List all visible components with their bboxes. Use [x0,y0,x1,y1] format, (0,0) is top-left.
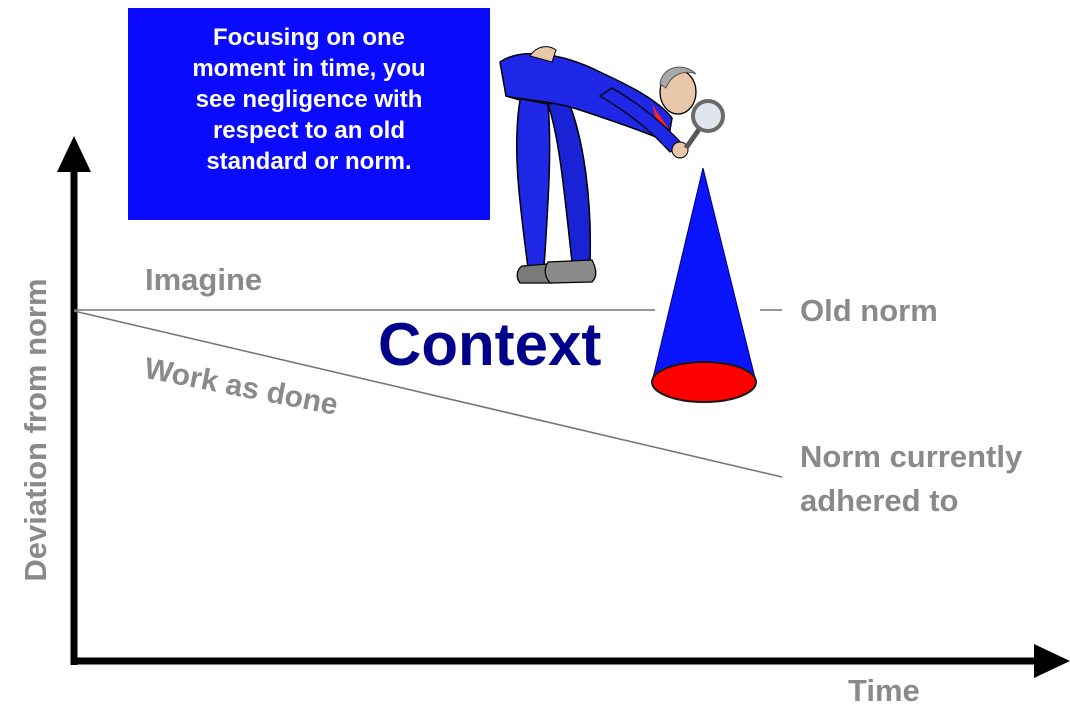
x-axis-label: Time [848,673,920,708]
callout-line: see negligence with [195,86,423,113]
y-axis-arrowhead [57,136,91,172]
imagine-label: Imagine [145,262,263,297]
man-with-magnifying-glass-icon [499,46,725,284]
spotlight-cone-icon [651,167,757,403]
callout-line: moment in time, you [192,55,426,82]
context-label: Context [378,311,602,378]
old-norm-label: Old norm [800,293,938,328]
callout-line: standard or norm. [206,148,412,175]
callout-line: Focusing on one [213,24,405,51]
x-axis-arrowhead [1034,644,1070,678]
callout-line: respect to an old [212,117,406,144]
norm-current-line: Norm currently [800,439,1023,474]
norm-current-line: adhered to [800,483,959,518]
callout-box: Focusing on one moment in time, you see … [128,8,490,220]
work-as-done-line [73,310,783,478]
norm-currently-adhered-label: Norm currently adhered to [800,435,1022,523]
axes [57,136,1070,678]
y-axis-label: Deviation from norm [18,278,53,582]
